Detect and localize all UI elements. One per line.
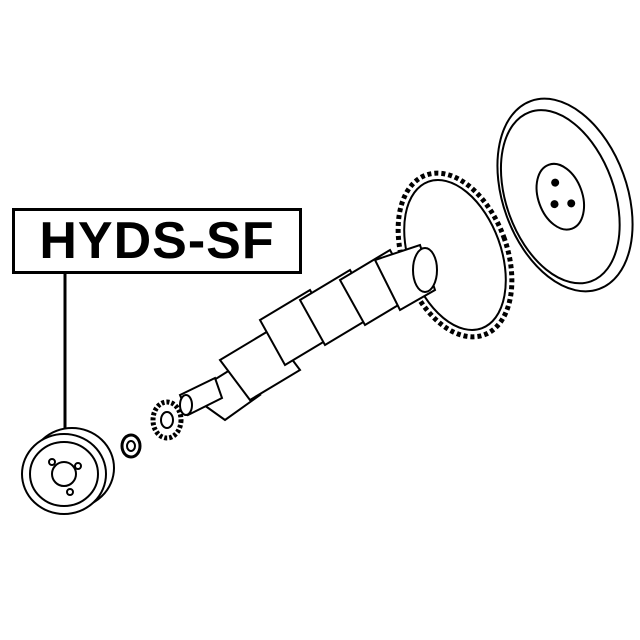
flywheel — [496, 97, 634, 293]
crankshaft-pulley — [21, 427, 115, 515]
part-number-label: HYDS-SF — [12, 208, 302, 274]
spacer-ring — [120, 433, 142, 459]
crank-gear — [150, 399, 184, 441]
crankshaft — [178, 243, 438, 422]
